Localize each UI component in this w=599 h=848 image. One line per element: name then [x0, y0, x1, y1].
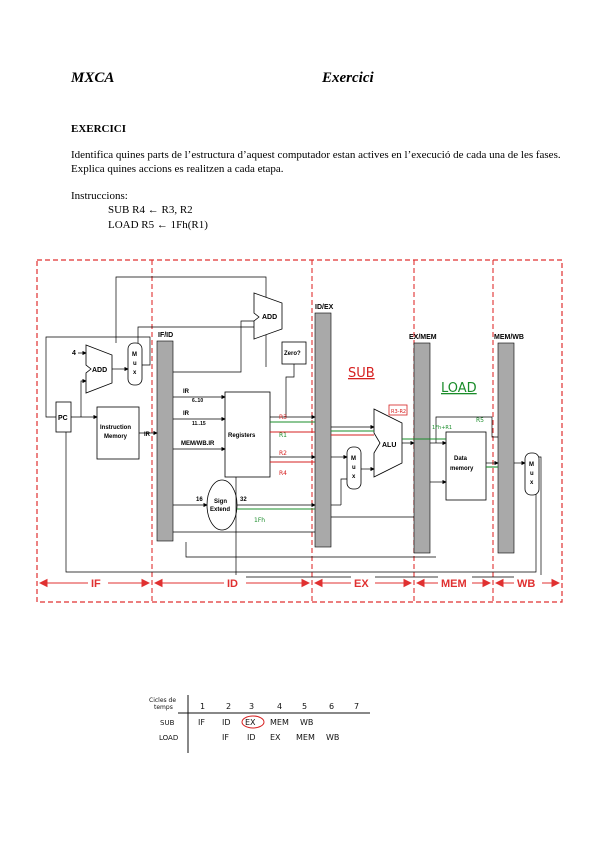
header-right: Exercici [322, 70, 374, 86]
svg-text:M: M [132, 352, 137, 358]
svg-text:x: x [530, 480, 534, 486]
stage-ex: EX [354, 578, 369, 590]
svg-text:u: u [530, 471, 534, 477]
svg-text:u: u [133, 361, 137, 367]
header-left: MXCA [71, 70, 115, 86]
ir-out-label: IR [144, 432, 151, 438]
svg-text:R5: R5 [476, 417, 484, 424]
load-annotation: LOAD [441, 381, 477, 396]
svg-text:3: 3 [249, 702, 254, 711]
id-ex-register [314, 312, 332, 548]
svg-text:4: 4 [277, 702, 282, 711]
svg-text:M: M [529, 462, 534, 468]
instruction-load: LOAD R5 ← 1Fh(R1) [108, 219, 208, 231]
instruction-sub: SUB R4 ← R3, R2 [108, 204, 193, 216]
alu-mux [346, 446, 362, 490]
if-id-register [156, 340, 174, 542]
pc-mux [127, 342, 143, 386]
svg-text:memory: memory [450, 466, 474, 472]
svg-text:R4: R4 [279, 470, 287, 477]
svg-text:WB: WB [300, 718, 313, 727]
mem-wb-label: MEM/WB [494, 334, 524, 341]
svg-text:ID: ID [247, 733, 256, 742]
instruction-memory [96, 406, 140, 460]
alu [373, 408, 403, 478]
ex-mem-register [413, 342, 431, 554]
ex-mem-label: EX/MEM [409, 334, 437, 341]
register-file [224, 391, 271, 478]
svg-text:Data: Data [454, 456, 468, 462]
svg-text:Sign: Sign [214, 499, 227, 505]
four-label: 4 [72, 350, 76, 357]
exercise-statement: Identifica quines parts de l’estructura … [71, 149, 561, 175]
zero-label: Zero? [284, 351, 301, 357]
sub-highlight [270, 431, 374, 463]
diagram-frame [36, 259, 563, 603]
alu-label: ALU [382, 442, 396, 449]
if-id-label: IF/ID [158, 332, 173, 339]
stage-wb: WB [517, 578, 535, 590]
svg-text:1Fh+R1: 1Fh+R1 [432, 425, 452, 431]
svg-text:1Fh: 1Fh [254, 517, 265, 524]
add2-label: ADD [262, 314, 277, 321]
load-highlight [237, 421, 498, 510]
sign-extend [206, 479, 238, 531]
branch-adder [253, 292, 283, 340]
svg-text:EX: EX [245, 718, 256, 727]
svg-text:M: M [351, 456, 356, 462]
pc-label: PC [58, 415, 68, 422]
svg-text:u: u [352, 465, 356, 471]
svg-text:32: 32 [240, 497, 247, 503]
svg-text:ID: ID [222, 718, 231, 727]
row-sub-label: SUB [160, 719, 175, 727]
sub-annotation: SUB [348, 366, 375, 381]
add1-label: ADD [92, 367, 107, 374]
svg-text:Extend: Extend [210, 507, 230, 513]
mem-wb-ir-label: MEM/WB.IR [181, 441, 215, 447]
svg-text:x: x [352, 474, 356, 480]
svg-text:IR: IR [183, 389, 190, 395]
svg-text:WB: WB [326, 733, 339, 742]
stage-id: ID [227, 578, 238, 590]
svg-text:x: x [133, 370, 137, 376]
svg-text:Instruction: Instruction [100, 425, 131, 431]
svg-text:1: 1 [200, 702, 205, 711]
svg-text:6: 6 [329, 702, 334, 711]
svg-text:6..10: 6..10 [192, 398, 203, 404]
id-ex-label: ID/EX [315, 304, 334, 311]
pipeline-diagram: IF/ID ID/EX EX/MEM MEM/WB PC ADD 4 M u x… [36, 257, 564, 604]
svg-text:Memory: Memory [104, 434, 128, 440]
wb-mux [524, 452, 540, 496]
registers-label: Registers [228, 433, 256, 439]
section-title: EXERCICI [71, 123, 127, 135]
data-memory [445, 431, 487, 501]
svg-text:R3-R2: R3-R2 [391, 409, 406, 415]
svg-text:IF: IF [222, 733, 229, 742]
timing-table: Cicles de temps 1 2 3 4 5 6 7 SUB IF ID … [148, 693, 373, 755]
svg-text:IF: IF [198, 718, 205, 727]
svg-text:temps: temps [154, 704, 173, 711]
svg-text:11..15: 11..15 [192, 421, 206, 427]
svg-text:MEM: MEM [270, 718, 289, 727]
svg-text:7: 7 [354, 702, 359, 711]
svg-text:IR: IR [183, 411, 190, 417]
svg-text:R3: R3 [279, 414, 287, 421]
mem-wb-register [497, 342, 515, 554]
svg-text:R2: R2 [279, 450, 287, 457]
stage-mem: MEM [441, 578, 467, 590]
svg-text:R1: R1 [279, 432, 287, 439]
stage-if: IF [91, 578, 101, 590]
svg-text:16: 16 [196, 497, 203, 503]
svg-text:Cicles de: Cicles de [149, 697, 176, 704]
svg-text:MEM: MEM [296, 733, 315, 742]
svg-text:5: 5 [302, 702, 307, 711]
row-load-label: LOAD [159, 734, 178, 742]
svg-text:EX: EX [270, 733, 281, 742]
svg-text:2: 2 [226, 702, 231, 711]
instructions-label: Instruccions: [71, 190, 128, 202]
sub-ex-highlight [241, 715, 265, 729]
